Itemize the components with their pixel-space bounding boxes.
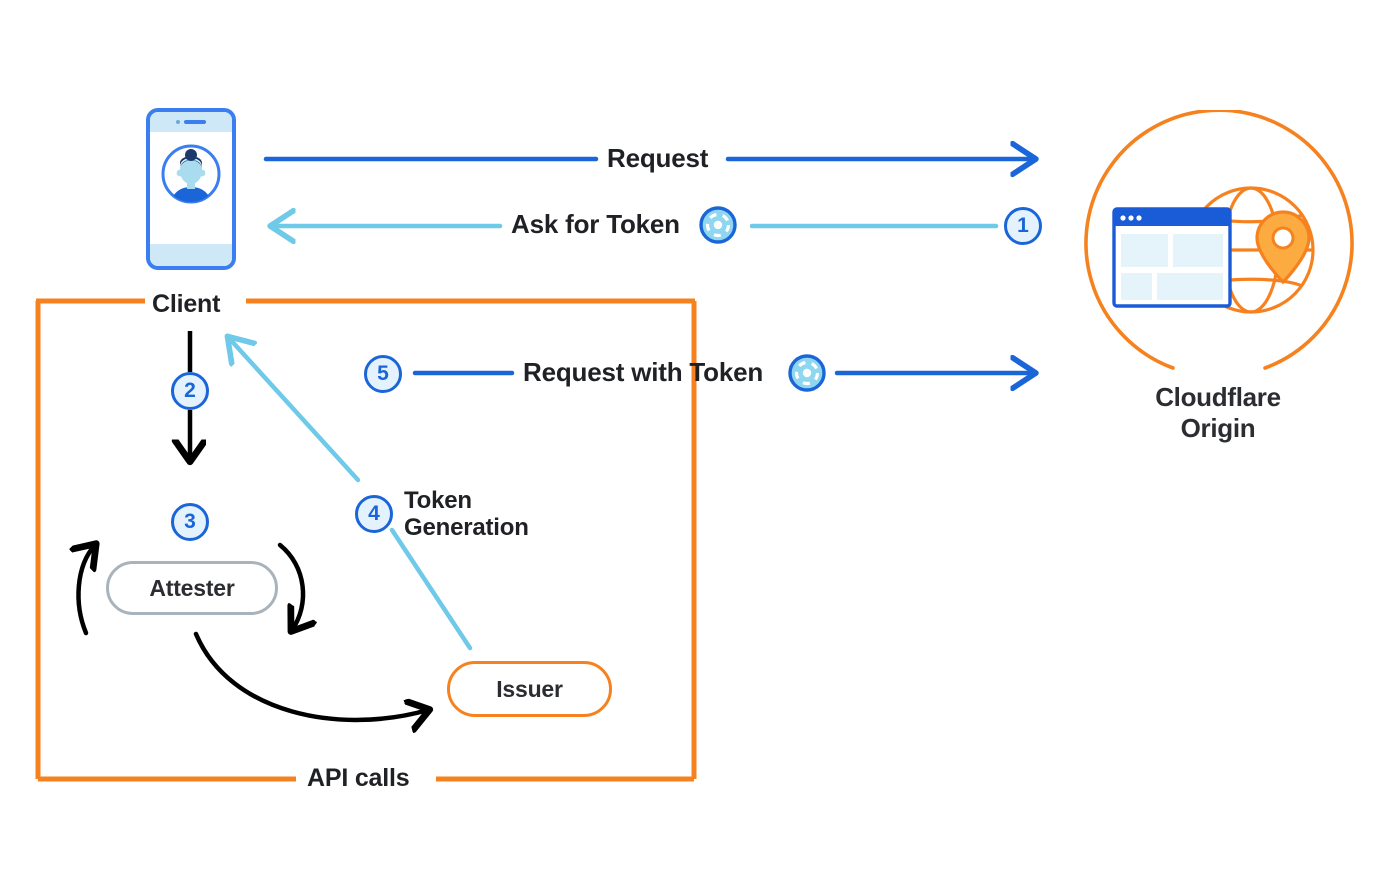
flow-label-ask-for-token: Ask for Token (511, 209, 680, 239)
browser-window-glyph (1112, 207, 1232, 308)
node-cloudflare-origin[interactable] (1069, 110, 1367, 380)
phone-speaker-bar (150, 112, 232, 132)
step-badge-2[interactable]: 2 (171, 372, 209, 410)
node-label-client: Client (152, 290, 221, 318)
origin-label-line-1: Cloudflare (1155, 382, 1281, 412)
step-badge-3[interactable]: 3 (171, 503, 209, 541)
phone-speaker-slot (184, 120, 206, 124)
flow-label-request-with-token: Request with Token (523, 357, 764, 387)
token-badge-icon (699, 206, 737, 244)
flow-label-token-generation: Token Generation (404, 487, 529, 541)
token-badge-icon (788, 354, 826, 392)
step-badge-5[interactable]: 5 (364, 355, 402, 393)
node-issuer[interactable]: Issuer (447, 661, 612, 717)
phone-camera-dot (176, 120, 180, 124)
globe-browser-pin-icon (1084, 110, 1354, 370)
node-label-cloudflare-origin: Cloudflare Origin (1069, 382, 1367, 444)
step-badge-4[interactable]: 4 (355, 495, 393, 533)
flow-label-request: Request (607, 143, 709, 173)
client-phone-icon (146, 108, 236, 270)
user-avatar-icon (161, 144, 221, 204)
boundary-label-api-calls: API calls (307, 764, 410, 792)
phone-home-bar (150, 244, 232, 266)
origin-label-line-2: Origin (1180, 413, 1256, 443)
map-pin-glyph (1255, 210, 1311, 285)
step-badge-1[interactable]: 1 (1004, 207, 1042, 245)
node-attester[interactable]: Attester (106, 561, 278, 615)
